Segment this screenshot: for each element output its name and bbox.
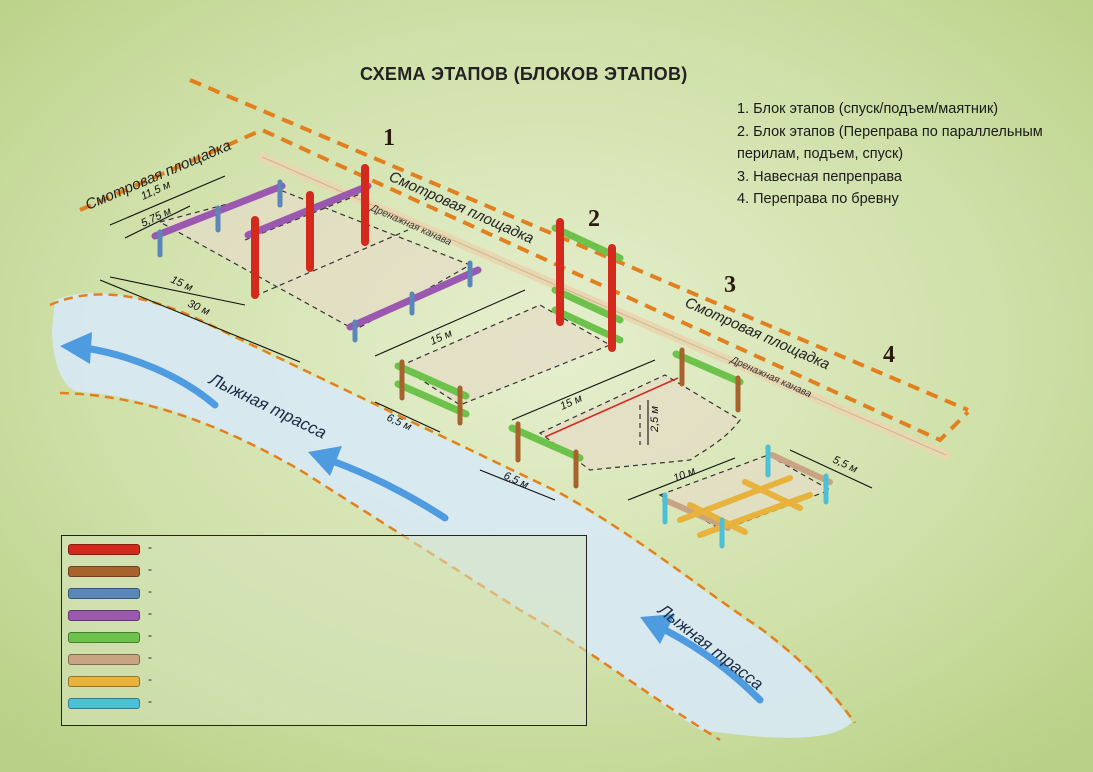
legend-item: 2. Блок этапов (Переправа по параллельны… — [737, 123, 1043, 163]
key-dash: - — [148, 606, 152, 620]
block-number-1: 1 — [383, 125, 395, 151]
color-key-box: - - - - - - - - — [61, 535, 587, 726]
key-dash: - — [148, 672, 152, 686]
diagram-title: СХЕМА ЭТАПОВ (БЛОКОВ ЭТАПОВ) — [360, 64, 688, 84]
key-dash: - — [148, 694, 152, 708]
block-3-green-rails — [508, 350, 744, 462]
ski-track-upper-edge — [49, 293, 857, 724]
viewing-area-inner-line — [79, 127, 970, 443]
block-3-dimension-lines — [479, 359, 656, 501]
legend-item: 3. Навесная пепреправа — [737, 168, 902, 185]
block-4-dimension-lines — [627, 449, 873, 501]
block-number-2: 2 — [588, 206, 600, 232]
key-swatch — [68, 632, 140, 643]
key-swatch — [68, 566, 140, 577]
ski-arrow-1 — [60, 332, 219, 409]
block-1-ground — [160, 190, 470, 330]
key-swatch — [68, 654, 140, 665]
block-4-cyan-posts — [662, 444, 829, 549]
block-4-logs — [662, 452, 833, 538]
legend-item: 4. Переправа по бревну — [737, 191, 899, 207]
block-3: 15 м 6,5 м 2,5 м — [479, 347, 744, 501]
ski-arrows — [60, 332, 764, 704]
block-2-red-posts — [556, 218, 616, 352]
key-swatch — [68, 610, 140, 621]
block-4: 10 м 5,5 м — [627, 444, 873, 549]
block-3-outline — [538, 374, 741, 471]
block-3-traverse-rope — [544, 377, 679, 438]
block-1-blue-posts — [157, 179, 473, 343]
key-swatch — [68, 698, 140, 709]
block-2-ground — [400, 305, 610, 405]
block-1-red-posts — [251, 164, 369, 299]
block-3-brown-posts — [515, 347, 741, 489]
ski-arrow-3 — [640, 614, 764, 704]
legend-item: 1. Блок этапов (спуск/подъем/маятник) — [737, 101, 999, 117]
block-2-dimension-lines — [374, 289, 526, 433]
key-dash: - — [148, 562, 152, 576]
key-dash: - — [148, 584, 152, 598]
stage-legend: 1. Блок этапов (спуск/подъем/маятник) 2.… — [737, 98, 1082, 211]
key-dash: - — [148, 540, 152, 554]
block-2-brown-posts — [399, 359, 463, 426]
key-swatch — [68, 544, 140, 555]
key-swatch — [68, 588, 140, 599]
key-swatch — [68, 676, 140, 687]
key-dash: - — [148, 628, 152, 642]
block-3-dim-height: 2,5 м — [649, 406, 661, 433]
key-dash: - — [148, 650, 152, 664]
block-2-outline — [398, 304, 612, 406]
block-number-3: 3 — [724, 272, 736, 298]
block-number-4: 4 — [883, 342, 895, 368]
ski-track-lower-edge — [59, 391, 721, 742]
block-1-dimension-lines — [99, 175, 301, 363]
drainage-ditch-edge — [261, 156, 947, 456]
ski-arrow-2 — [308, 446, 449, 522]
block-3-ground — [540, 375, 740, 470]
viewing-area-outer-line — [189, 78, 969, 412]
